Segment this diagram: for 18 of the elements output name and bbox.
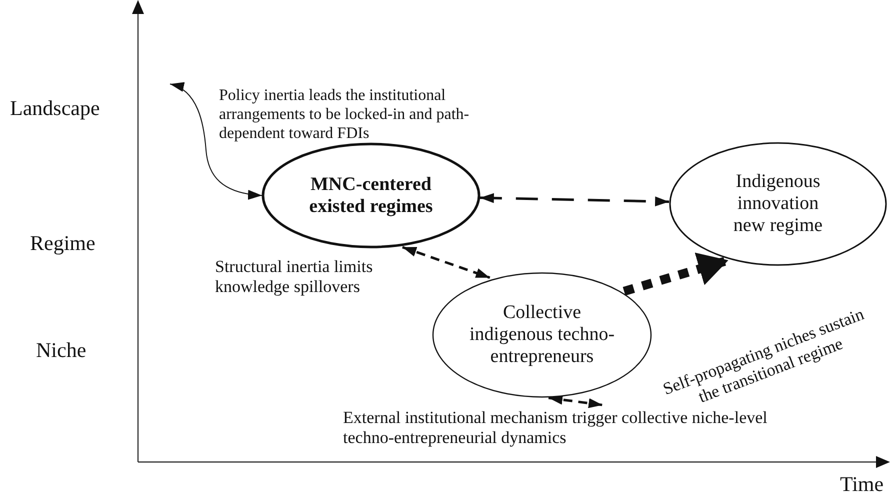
axis-label: Time xyxy=(840,472,884,498)
level-label: Landscape xyxy=(10,96,100,122)
annotation-text: Policy inertia leads the institutional arrangements to be locked-in and path-dependent toward FDIs xyxy=(219,86,470,144)
arrow xyxy=(622,252,730,296)
level-label: Niche xyxy=(36,338,86,364)
level-label: Regime xyxy=(30,231,96,256)
node-label: Indigenous innovation new regime xyxy=(732,171,824,237)
ellipse-node xyxy=(669,142,887,266)
node-text: External institutional mechanism trigger collective niche-level techno-entrepreneurial dynamics xyxy=(343,408,768,448)
ellipse-node xyxy=(262,143,480,248)
ellipse-node xyxy=(432,272,652,398)
arrow xyxy=(480,193,670,206)
node-label: Collective indigenous techno-entrepreneurs xyxy=(468,302,616,368)
arrow xyxy=(170,83,262,200)
annotation-text: Structural inertia limits knowledge spillovers xyxy=(215,257,374,298)
arrow xyxy=(548,394,603,408)
arrow xyxy=(402,246,490,279)
node-label: MNC-centered existed regimes xyxy=(308,174,434,218)
